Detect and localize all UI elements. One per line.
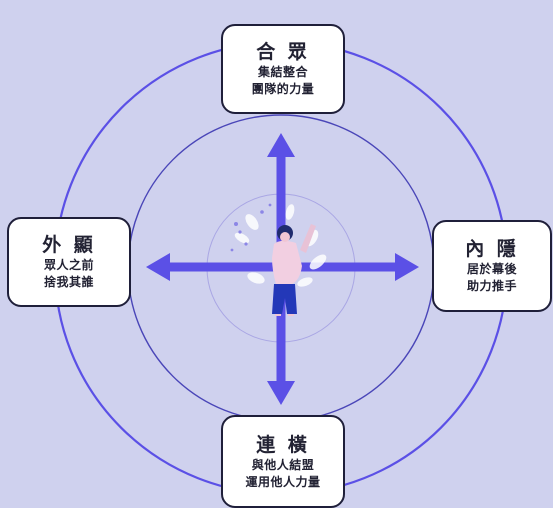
card-left-line2: 捨我其誰: [43, 275, 94, 289]
card-right: 內 隱 居於幕後 助力推手: [432, 220, 552, 312]
person-with-raised-arm-icon: [230, 203, 327, 316]
card-top-title: 合 眾: [256, 41, 310, 63]
arrow-right: [286, 253, 419, 281]
card-bottom-line1: 與他人結盟: [251, 457, 315, 472]
card-right-line1: 居於幕後: [466, 262, 517, 276]
card-left-line1: 眾人之前: [43, 258, 94, 272]
card-right-line2: 助力推手: [466, 279, 517, 293]
card-left-title: 外 顯: [42, 234, 96, 256]
card-top: 合 眾 集結整合 團隊的力量: [221, 24, 345, 114]
card-bottom-title: 連 橫: [256, 433, 310, 456]
card-top-line1: 集結整合: [257, 65, 308, 79]
card-bottom: 連 橫 與他人結盟 運用他人力量: [221, 415, 345, 508]
card-bottom-line2: 運用他人力量: [245, 474, 321, 489]
card-right-title: 內 隱: [465, 238, 519, 260]
card-top-line2: 團隊的力量: [251, 82, 315, 96]
arrow-left: [146, 253, 276, 281]
card-left: 外 顯 眾人之前 捨我其誰: [7, 217, 131, 307]
